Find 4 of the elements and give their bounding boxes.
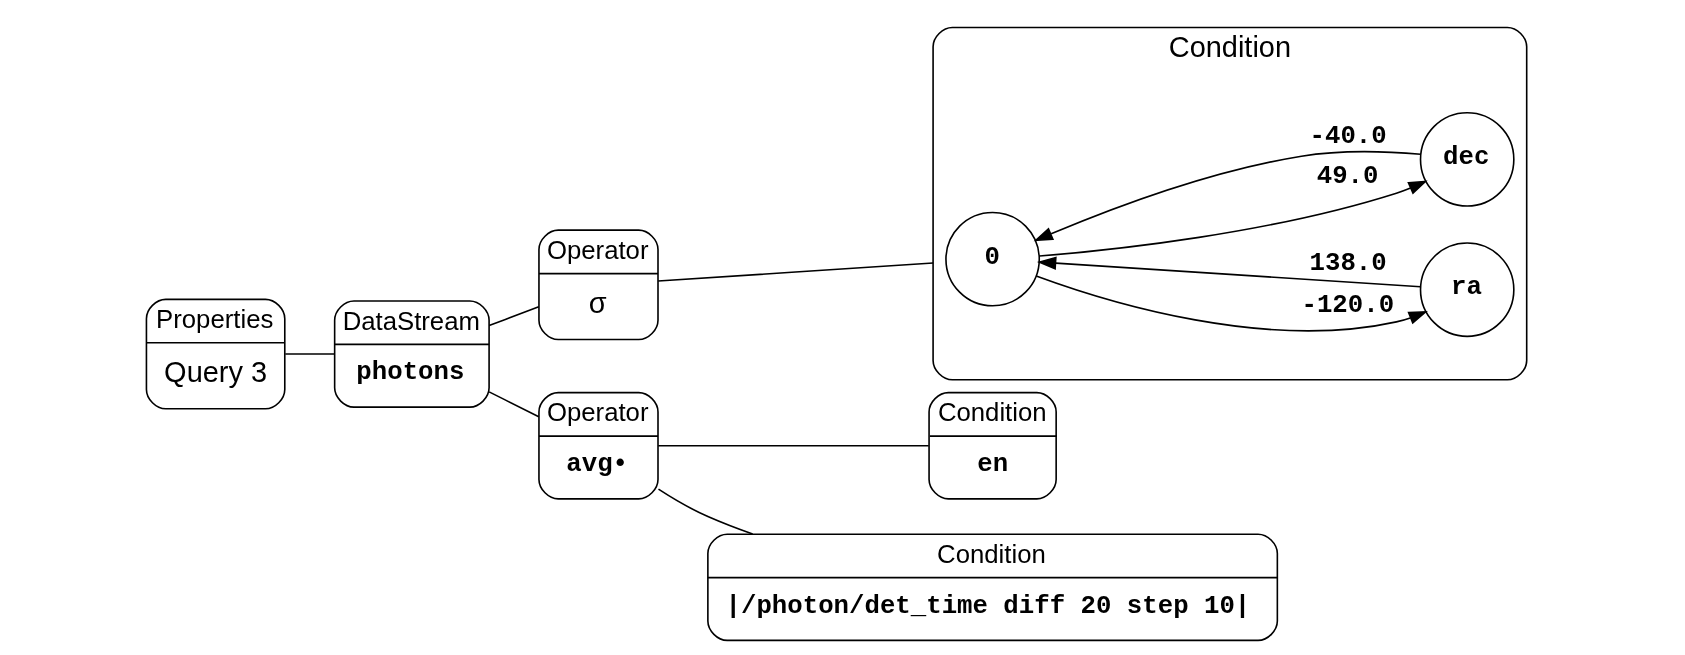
edge-label: -40.0 — [1309, 121, 1387, 151]
edge-label: 49.0 — [1316, 162, 1379, 192]
edge-label: 138.0 — [1309, 249, 1387, 279]
edge-label: -120.0 — [1300, 290, 1394, 320]
